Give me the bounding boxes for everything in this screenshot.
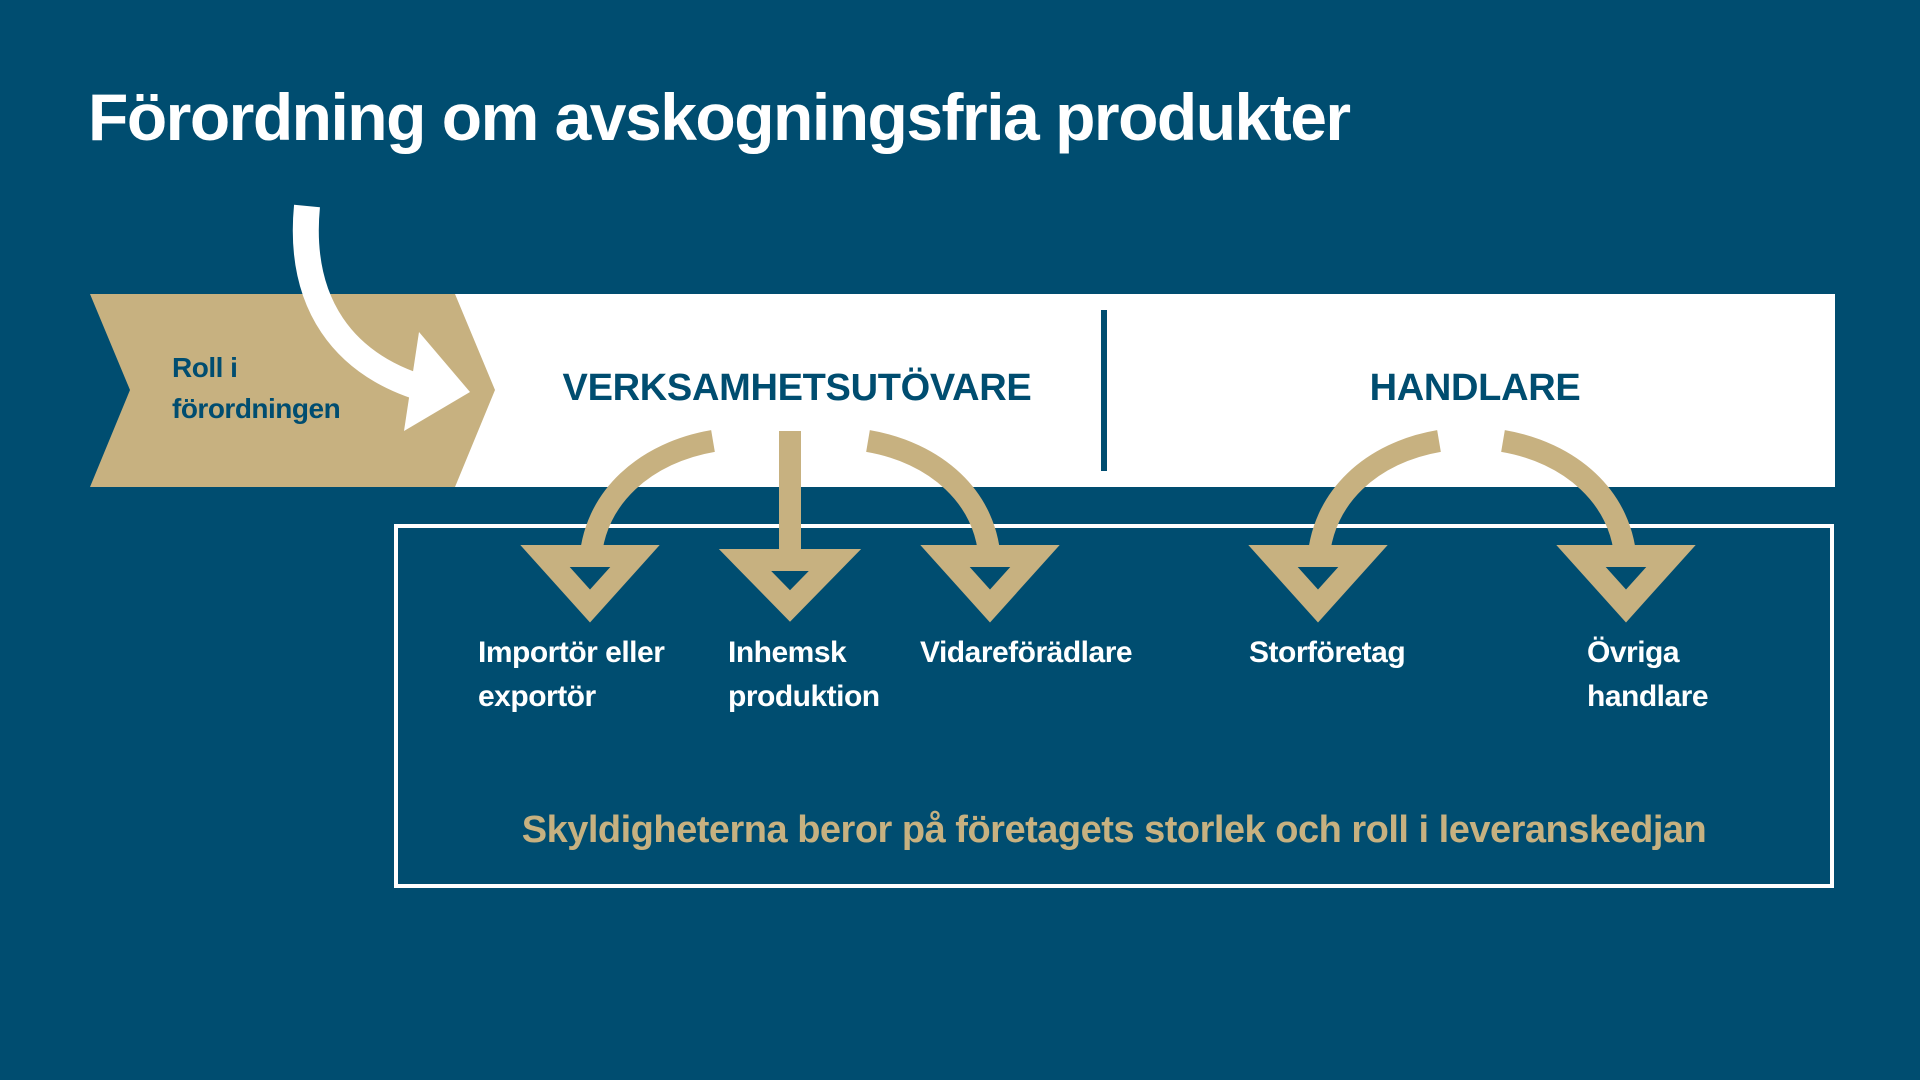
arrow-large-company-head-icon (1248, 545, 1388, 623)
arrow-importer-head-icon (520, 545, 660, 623)
page-title: Förordning om avskogningsfria produkter (88, 80, 1351, 154)
type-other-traders: Övriga handlare (1587, 636, 1709, 713)
arrow-processor-head-icon (920, 545, 1060, 623)
entry-arrow-head-icon (404, 332, 470, 431)
arrow-large-company-icon (1307, 430, 1442, 567)
arrow-importer-icon (579, 430, 716, 567)
type-domestic-production: Inhemsk produktion (728, 636, 880, 713)
column-divider (1101, 310, 1107, 471)
obligations-note: Skyldigheterna beror på företagets storl… (521, 809, 1707, 851)
arrow-other-traders-icon (1500, 430, 1637, 567)
arrow-processor-icon (865, 430, 1001, 567)
type-large-company: Storföretag (1249, 636, 1406, 669)
role-chevron (90, 294, 495, 487)
type-processor: Vidareförädlare (920, 636, 1133, 669)
role-label: Roll i förordningen (172, 352, 341, 424)
type-importer-exporter: Importör eller exportör (478, 636, 665, 713)
column-heading-trader: HANDLARE (1369, 367, 1581, 409)
column-heading-operator: VERKSAMHETSUTÖVARE (562, 367, 1032, 409)
arrow-other-traders-head-icon (1556, 545, 1696, 623)
types-frame (394, 524, 1834, 888)
entry-arrow-icon (292, 204, 440, 405)
arrow-domestic-head-icon (718, 549, 862, 622)
